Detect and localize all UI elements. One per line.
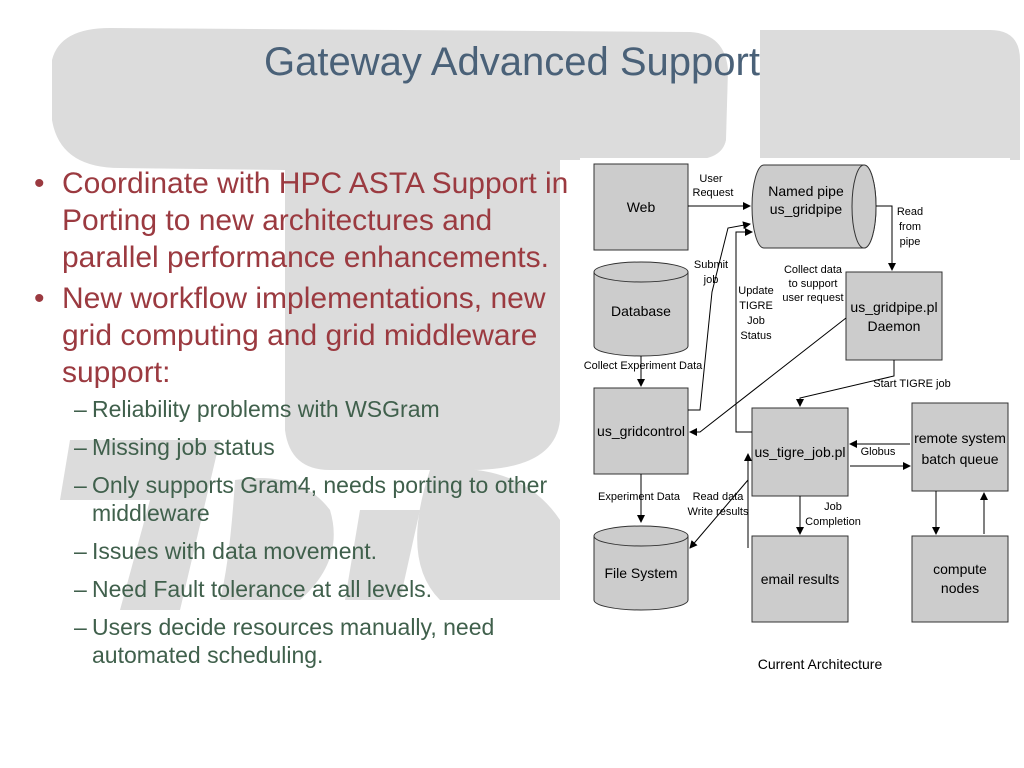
- arrow-write-results: [689, 479, 749, 549]
- label-submit-job-2: job: [703, 274, 719, 286]
- label-submit-job-1: Submit: [694, 259, 728, 271]
- email-results-label: email results: [761, 571, 840, 587]
- label-collect-3: user request: [782, 292, 843, 304]
- compute-nodes-node: [911, 535, 1009, 623]
- bullet-marker: •: [34, 282, 45, 315]
- bullet-item: • New workflow implementations, new grid …: [30, 280, 590, 391]
- file-system-label: File System: [604, 565, 677, 581]
- label-read-2: from: [899, 221, 921, 233]
- email-results-node: [751, 535, 849, 623]
- label-experiment-data: Experiment Data: [598, 491, 681, 503]
- label-collect-1: Collect data: [784, 264, 843, 276]
- sub-bullet-marker: –: [74, 538, 87, 564]
- sub-bullet-text: Users decide resources manually, need au…: [92, 614, 495, 668]
- database-node: [593, 261, 689, 357]
- tigre-job-label: us_tigre_job.pl: [754, 444, 845, 460]
- slide-title: Gateway Advanced Support: [264, 40, 760, 84]
- sub-bullet-item: –Issues with data movement.: [30, 537, 590, 565]
- sub-bullet-marker: –: [74, 472, 87, 498]
- bullet-text: Coordinate with HPC ASTA Support in Port…: [62, 167, 569, 274]
- sub-bullet-marker: –: [74, 614, 87, 640]
- label-read-1: Read: [897, 206, 923, 218]
- label-update-3: Job: [747, 315, 765, 327]
- sub-bullet-item: –Users decide resources manually, need a…: [30, 613, 590, 669]
- gridpipe-daemon-label-1: us_gridpipe.pl: [850, 299, 937, 315]
- bullet-list: • Coordinate with HPC ASTA Support in Por…: [30, 165, 590, 679]
- remote-system-label-1: remote system: [914, 430, 1006, 446]
- sub-bullet-text: Missing job status: [92, 434, 275, 460]
- label-update-1: Update: [738, 285, 773, 297]
- architecture-diagram: Web Named pipe us_gridpipe Database us_g…: [580, 158, 1010, 688]
- named-pipe-label-2: us_gridpipe: [770, 201, 843, 217]
- label-start-tigre: Start TIGRE job: [873, 378, 950, 390]
- label-globus: Globus: [861, 446, 896, 458]
- label-update-4: Status: [740, 330, 772, 342]
- label-read-3: pipe: [900, 236, 921, 248]
- compute-nodes-label-2: nodes: [941, 580, 979, 596]
- arrow-read-from-pipe: [876, 205, 896, 271]
- arrow-submit-job: [688, 221, 751, 411]
- label-user-request-2: Request: [693, 187, 734, 199]
- gridpipe-daemon-label-2: Daemon: [868, 318, 921, 334]
- remote-system-node: [911, 402, 1009, 492]
- bullet-marker: •: [34, 167, 45, 200]
- sub-bullet-item: –Need Fault tolerance at all levels.: [30, 575, 590, 603]
- gridpipe-daemon-node: [845, 271, 943, 361]
- label-read-data: Read data: [693, 491, 745, 503]
- database-label: Database: [611, 303, 671, 319]
- web-node: [593, 163, 689, 251]
- label-user-request-1: User: [699, 173, 723, 185]
- sub-bullet-marker: –: [74, 434, 87, 460]
- label-collect-experiment: Collect Experiment Data: [584, 360, 703, 372]
- arrow-update-tigre: [735, 228, 753, 433]
- named-pipe-node: [751, 164, 877, 249]
- label-job-completion-1: Job: [824, 501, 842, 513]
- file-system-node: [593, 525, 689, 611]
- sub-bullet-marker: –: [74, 576, 87, 602]
- gridcontrol-node: [593, 387, 689, 475]
- arrow-start-tigre: [796, 360, 895, 407]
- sub-bullet-text: Reliability problems with WSGram: [92, 396, 440, 422]
- sub-bullet-item: –Missing job status: [30, 433, 590, 461]
- gridcontrol-label: us_gridcontrol: [597, 423, 685, 439]
- named-pipe-label-1: Named pipe: [768, 183, 844, 199]
- web-label: Web: [627, 199, 656, 215]
- sub-bullet-text: Issues with data movement.: [92, 538, 378, 564]
- remote-system-label-2: batch queue: [921, 451, 998, 467]
- tigre-job-node: [751, 407, 849, 497]
- bullet-text: New workflow implementations, new grid c…: [62, 282, 546, 389]
- arrow-collect-data: [689, 317, 847, 436]
- sub-bullet-item: –Reliability problems with WSGram: [30, 395, 590, 423]
- sub-bullet-marker: –: [74, 396, 87, 422]
- sub-bullet-text: Only supports Gram4, needs porting to ot…: [92, 472, 548, 526]
- bullet-item: • Coordinate with HPC ASTA Support in Por…: [30, 165, 590, 276]
- diagram-caption: Current Architecture: [758, 656, 883, 672]
- label-collect-2: to support: [789, 278, 838, 290]
- label-write-results: Write results: [688, 506, 749, 518]
- label-job-completion-2: Completion: [805, 516, 861, 528]
- sub-bullet-text: Need Fault tolerance at all levels.: [92, 576, 433, 602]
- sub-bullet-item: –Only supports Gram4, needs porting to o…: [30, 471, 590, 527]
- label-update-2: TIGRE: [739, 300, 773, 312]
- compute-nodes-label-1: compute: [933, 561, 987, 577]
